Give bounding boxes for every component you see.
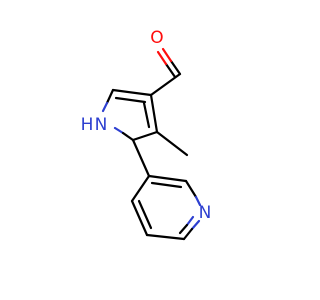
bond-py-n-c3-blue	[190, 219, 201, 231]
bond-c1-c2	[131, 130, 159, 142]
bond-py-c2-n-dark	[184, 179, 198, 199]
bond-cho-o-red	[161, 47, 173, 63]
pyrrole-h-label: H	[81, 115, 94, 135]
oxygen-label: O	[150, 28, 163, 48]
bond-n-c1-blue	[113, 126, 125, 135]
bond-c2-c3-inner	[142, 101, 151, 129]
bond-py-c5-c1	[130, 174, 151, 203]
pyridine-n-label: N	[199, 203, 212, 223]
bond-pyrrole-pyridine	[131, 138, 151, 178]
bond-py-n-c3-inner-blue	[185, 215, 195, 227]
molecule-structure: O H N N	[81, 28, 212, 241]
bond-py-c3-c4	[145, 233, 186, 241]
pyrrole-n-label: N	[95, 115, 108, 135]
bond-cho-o-dark	[169, 59, 182, 76]
bond-py-c4-c5-inner	[137, 199, 153, 230]
bond-c3-c4	[111, 88, 153, 97]
bond-n-c1-dark	[121, 131, 135, 142]
bond-c4-n-blue	[101, 101, 109, 113]
bond-py-n-c3-inner-dark	[178, 223, 189, 235]
bond-py-c1-c2	[147, 174, 188, 183]
molecule-canvas: O H N N	[80, 28, 212, 241]
bond-cho-o2-dark	[164, 62, 177, 79]
bond-py-n-c3-dark	[182, 227, 194, 241]
bond-c2-c3	[149, 93, 159, 134]
bond-methyl	[155, 130, 189, 157]
bond-py-c2-n-blue	[194, 195, 202, 207]
bond-c3-c4-inner	[114, 96, 147, 104]
bond-py-c4-c5	[130, 199, 149, 237]
bond-c4-n-dark	[105, 88, 115, 105]
bond-py-c1-c2-inner	[150, 181, 183, 189]
bond-cho-o2-red	[156, 50, 168, 66]
